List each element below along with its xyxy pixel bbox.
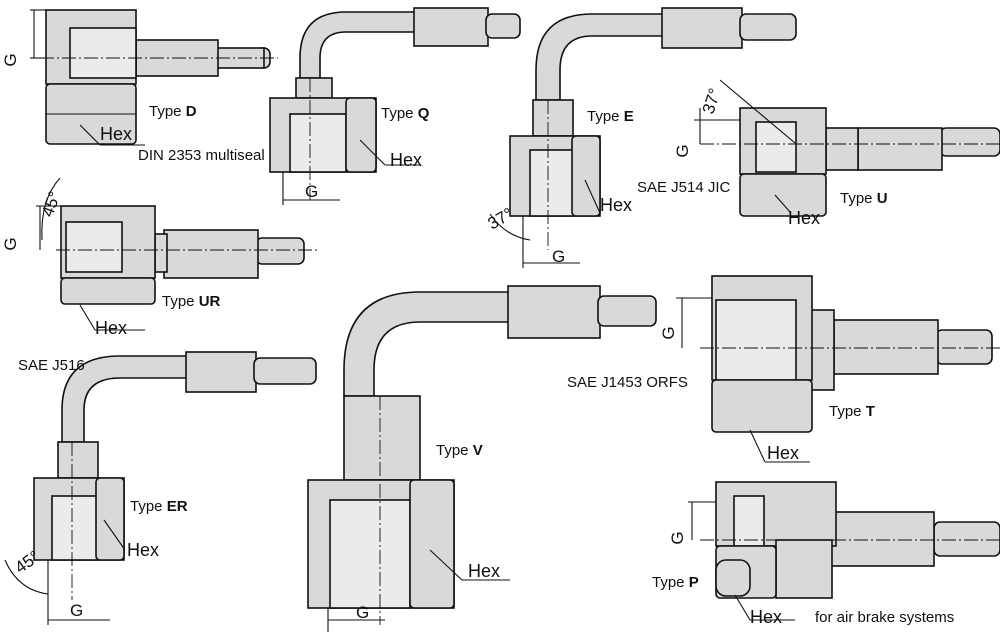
type-d-g-label: G [1, 53, 20, 66]
type-q-g-label: G [305, 182, 318, 201]
fitting-type-ur [36, 177, 318, 331]
type-u-note: SAE J514 JIC [637, 179, 731, 196]
fitting-type-d [30, 9, 278, 146]
fitting-type-q [269, 7, 521, 205]
type-t-note: SAE J1453 ORFS [567, 374, 688, 391]
type-ur-hex-label: Hex [95, 318, 127, 338]
type-u-label: Type U [840, 190, 888, 207]
type-e-g-label: G [552, 247, 565, 266]
type-t-label: Type T [829, 403, 875, 420]
type-p-g-label: G [668, 531, 687, 544]
fitting-type-er [4, 351, 317, 625]
type-ur-label: Type UR [162, 293, 221, 310]
type-e-label: Type E [587, 108, 634, 125]
type-t-hex-label: Hex [767, 443, 799, 463]
type-er-g-label: G [70, 601, 83, 620]
type-v-label: Type V [436, 442, 483, 459]
type-u-angle: 37° [699, 86, 725, 116]
fitting-type-p [688, 481, 1000, 621]
fitting-type-e [489, 7, 797, 268]
type-u-g-label: G [673, 144, 692, 157]
type-d-label: Type D [149, 103, 197, 120]
type-e-hex-label: Hex [600, 195, 632, 215]
type-p-label: Type P [652, 574, 699, 591]
type-v-hex-label: Hex [468, 561, 500, 581]
type-v-g-label: G [356, 603, 369, 622]
type-p-note: for air brake systems [815, 609, 954, 626]
type-er-note: SAE J516 [18, 357, 85, 374]
type-q-label: Type Q [381, 105, 430, 122]
fitting-type-v [307, 285, 657, 632]
type-t-g-label: G [659, 326, 678, 339]
type-q-hex-label: Hex [390, 150, 422, 170]
type-u-hex-label: Hex [788, 208, 820, 228]
type-p-hex-label: Hex [750, 607, 782, 627]
type-d-hex-label: Hex [100, 124, 132, 144]
type-er-hex-label: Hex [127, 540, 159, 560]
type-er-label: Type ER [130, 498, 188, 515]
fitting-type-t [676, 275, 1000, 463]
fitting-type-u [694, 79, 1000, 217]
type-ur-g-label: G [1, 237, 20, 250]
type-d-note: DIN 2353 multiseal [138, 147, 265, 164]
